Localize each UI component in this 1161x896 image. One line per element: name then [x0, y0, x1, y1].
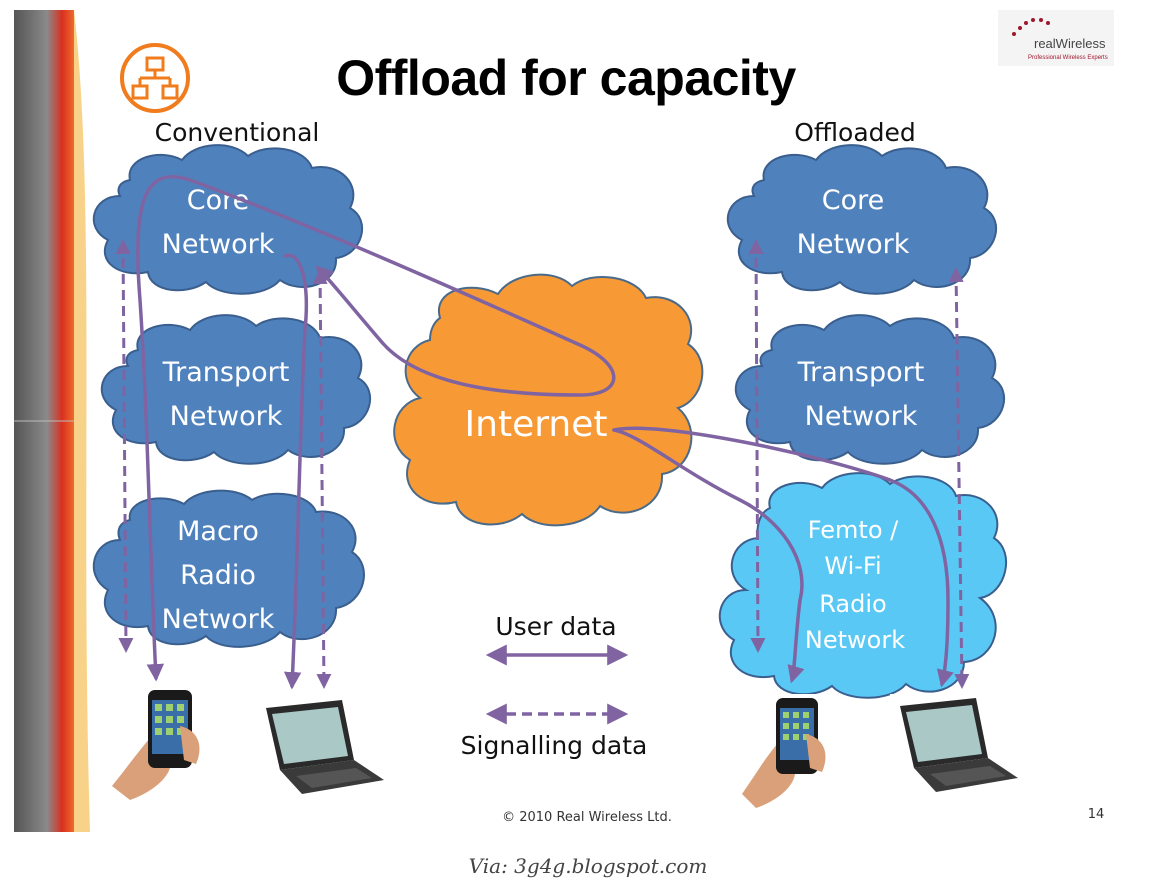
core-network-right-line2: Network [797, 229, 910, 260]
svg-text:Radio: Radio [819, 590, 886, 618]
cloud-internet [393, 273, 704, 527]
femto-radio-right-line3: Radio [819, 590, 886, 618]
copyright-text: © 2010 Real Wireless Ltd. [502, 810, 672, 825]
legend-signalling-data-label: Signalling data [461, 731, 648, 760]
svg-text:Macro: Macro [177, 516, 259, 547]
page-number: 14 [1088, 807, 1105, 822]
femto-radio-right-line2: Wi-Fi [824, 552, 881, 580]
transport-network-right-line1: Transport [797, 357, 925, 388]
svg-text:Network: Network [797, 229, 910, 260]
transport-network-right-line2: Network [805, 401, 918, 432]
slide-title: Offload for capacity [336, 50, 796, 106]
svg-text:Transport: Transport [162, 357, 290, 388]
signalling-arrow-right-laptop [948, 267, 970, 689]
user-data-path-left-laptop [283, 253, 309, 690]
transport-network-left-line2: Network [170, 401, 283, 432]
signalling-arrow-right-phone [748, 239, 766, 653]
core-network-right-line1: Core [822, 185, 885, 216]
svg-text:Wi-Fi: Wi-Fi [824, 552, 881, 580]
source-watermark: Via: 3g4g.blogspot.com [469, 854, 708, 878]
user-data-path-right-laptop [612, 426, 954, 688]
femto-radio-right-line4: Network [805, 626, 905, 654]
offloaded-heading: Offloaded [794, 118, 916, 147]
internet-label: Internet [465, 404, 608, 445]
laptop-icon [890, 694, 1024, 804]
svg-text:Network: Network [162, 604, 275, 635]
macro-radio-left-line3: Network [162, 604, 275, 635]
macro-radio-left-line1: Macro [177, 516, 259, 547]
svg-text:Network: Network [805, 626, 905, 654]
logo-tagline: Professional Wireless Experts [1028, 55, 1108, 61]
svg-text:Radio: Radio [180, 560, 256, 591]
network-diagram-icon [120, 43, 190, 113]
macro-radio-left-line2: Radio [180, 560, 256, 591]
conventional-heading: Conventional [155, 118, 320, 147]
svg-text:Network: Network [805, 401, 918, 432]
svg-text:Network: Network [170, 401, 283, 432]
svg-text:Network: Network [162, 229, 275, 260]
femto-radio-right-line1: Femto / [808, 516, 899, 544]
transport-network-left-line1: Transport [162, 357, 290, 388]
user-data-path-left-phone [136, 174, 616, 682]
laptop-icon [256, 696, 388, 804]
cloud-femto-wifi-radio-network-right [718, 472, 1008, 699]
core-network-left-line2: Network [162, 229, 275, 260]
phone-icon [738, 694, 838, 808]
svg-text:Femto /: Femto / [808, 516, 899, 544]
svg-text:Core: Core [822, 185, 885, 216]
svg-text:Transport: Transport [797, 357, 925, 388]
company-logo: realWireless Professional Wireless Exper… [998, 10, 1114, 66]
cloud-transport-network-right [734, 314, 1006, 465]
slide-sidebar [14, 10, 90, 832]
user-data-path-right-phone [612, 428, 805, 684]
phone-icon [108, 686, 218, 800]
logo-brand: realWireless [1034, 36, 1106, 51]
legend-user-data-label: User data [495, 612, 616, 641]
signalling-arrow-left-phone [115, 239, 134, 653]
